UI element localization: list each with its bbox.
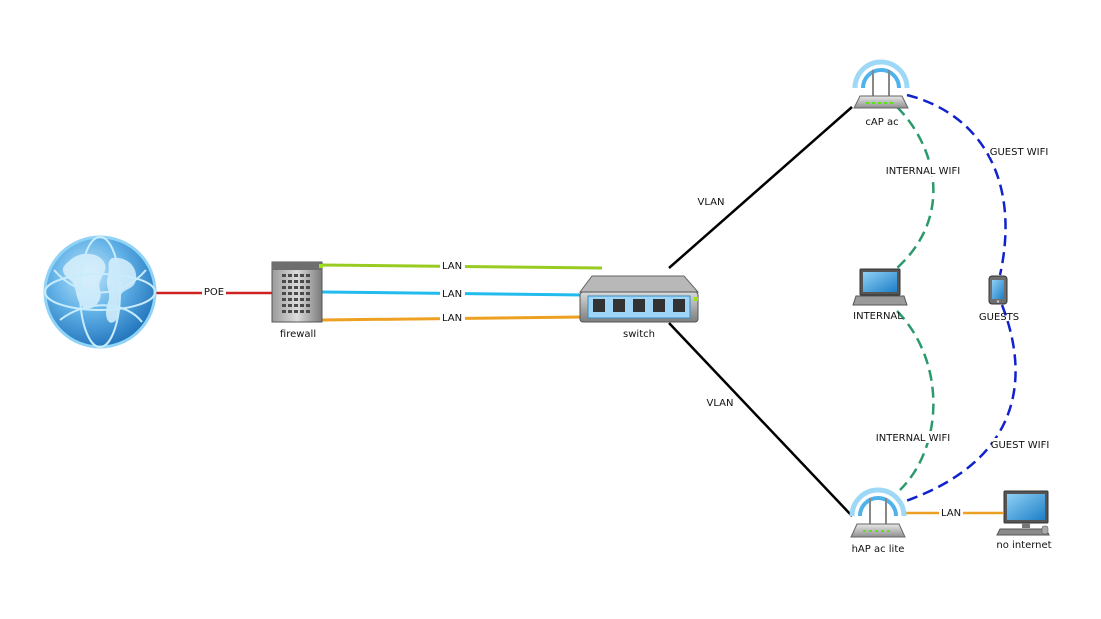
- internal-wifi-link-top: [896, 106, 935, 269]
- cap-ac-router-icon: [852, 59, 910, 109]
- guest-wifi-link-top: [906, 93, 1007, 276]
- vlan-top-label: VLAN: [698, 197, 725, 208]
- guest-wifi-bottom-label: GUEST WIFI: [991, 440, 1050, 451]
- firewall-server-icon: [271, 261, 323, 323]
- smartphone-icon: [988, 275, 1008, 305]
- poe-link-label: POE: [204, 287, 224, 298]
- lan-orange-label: LAN: [442, 313, 462, 324]
- lan-blue-label: LAN: [442, 289, 462, 300]
- vlan-link-bottom: [668, 322, 853, 517]
- guests-device-label: GUESTS: [979, 312, 1019, 323]
- cap-ac-label: cAP ac: [865, 117, 898, 128]
- internal-wifi-link-bottom: [896, 310, 935, 491]
- internal-wifi-top-label: INTERNAL WIFI: [886, 166, 960, 177]
- lan-desktop-label: LAN: [941, 508, 961, 519]
- hap-ac-lite-router-icon: [849, 487, 907, 538]
- guest-wifi-top-label: GUEST WIFI: [990, 147, 1049, 158]
- vlan-bottom-label: VLAN: [707, 398, 734, 409]
- switch-icon: [579, 275, 700, 323]
- desktop-computer-icon: [996, 490, 1050, 536]
- laptop-icon: [852, 268, 908, 306]
- firewall-label: firewall: [280, 329, 316, 340]
- internal-wifi-bottom-label: INTERNAL WIFI: [876, 433, 950, 444]
- vlan-link-top: [668, 106, 853, 269]
- switch-label: switch: [623, 329, 655, 340]
- globe-icon: [43, 235, 157, 349]
- internal-device-label: INTERNAL: [853, 311, 903, 322]
- guest-wifi-link-bottom: [902, 304, 1017, 504]
- no-internet-device-label: no internet: [996, 540, 1051, 551]
- hap-ac-lite-label: hAP ac lite: [852, 544, 905, 555]
- lan-green-label: LAN: [442, 261, 462, 272]
